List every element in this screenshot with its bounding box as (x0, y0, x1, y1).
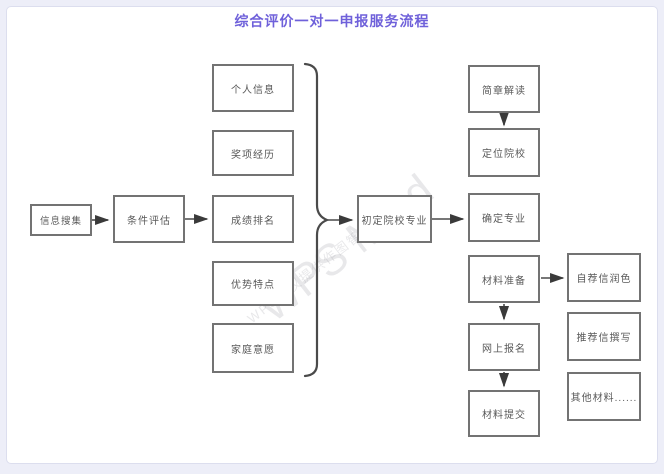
page-title: 综合评价一对一申报服务流程 (234, 13, 430, 29)
node-grade-rank: 成绩排名 (212, 195, 294, 243)
node-target-school: 定位院校 (468, 128, 540, 177)
node-initial-school-major: 初定院校专业 (357, 195, 432, 243)
node-condition-eval: 条件评估 (113, 195, 185, 243)
node-award-exp: 奖项经历 (212, 130, 294, 176)
node-family-will: 家庭意愿 (212, 323, 294, 373)
node-material-prep: 材料准备 (468, 255, 540, 303)
node-brochure-read: 简章解读 (468, 65, 540, 113)
node-personal-info: 个人信息 (212, 64, 294, 112)
node-rec-letter-write: 推荐信撰写 (567, 312, 641, 361)
node-info-collect: 信息搜集 (30, 204, 92, 236)
curly-brace (303, 62, 330, 378)
node-online-apply: 网上报名 (468, 323, 540, 371)
node-other-materials: 其他材料...... (567, 372, 641, 421)
node-self-letter-polish: 自荐信润色 (567, 253, 641, 302)
node-strengths: 优势特点 (212, 261, 294, 306)
node-material-submit: 材料提交 (468, 390, 540, 437)
node-confirm-major: 确定专业 (468, 193, 540, 242)
